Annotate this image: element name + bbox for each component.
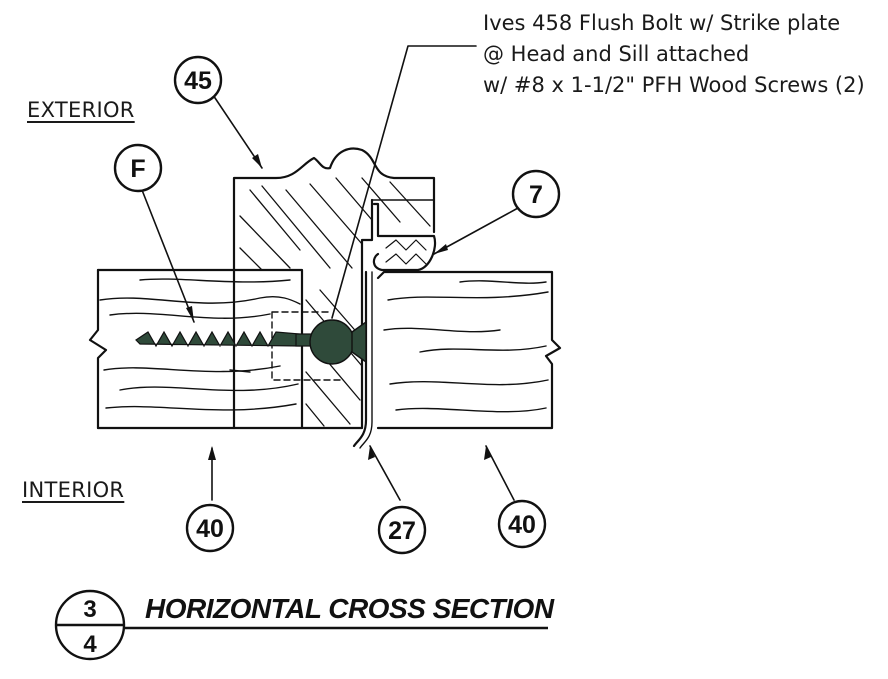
arrowhead-40-right [484,446,491,460]
callout-45-bubble [173,55,223,105]
exterior-label: EXTERIOR [27,98,135,122]
section-page-number: 4 [83,631,97,658]
hardware-note-line-3: w/ #8 x 1-1/2" PFH Wood Screws (2) [483,73,865,97]
leader-27 [369,445,401,501]
arrowhead-7 [434,244,448,254]
callout-7-bubble [511,169,561,219]
gasket-seal [372,202,437,272]
arrowhead-f [186,306,194,322]
flush-bolt-outline [271,311,341,381]
arrowhead-40-left [208,446,216,460]
callout-f-bubble [113,143,163,193]
section-sheet-number: 3 [83,596,96,623]
left-jamb-board [88,268,304,430]
hardware-note-line-2: @ Head and Sill attached [483,42,750,66]
arrowhead-45 [252,154,262,168]
flush-bolt-head [309,319,367,365]
door-stile-board [232,147,436,430]
right-jamb-board [376,270,562,430]
callout-f: F [130,155,145,183]
leader-f [141,189,195,323]
callout-27: 27 [388,517,416,545]
wood-screw [135,330,317,348]
section-title: HORIZONTAL CROSS SECTION [145,593,554,624]
interior-label: INTERIOR [22,478,125,502]
leader-40-right [485,445,515,501]
leader-7 [433,207,519,255]
callout-40-left: 40 [196,515,224,543]
leader-45 [210,91,263,169]
hardware-note-line-1: Ives 458 Flush Bolt w/ Strike plate [483,11,841,35]
stop-strip [352,270,373,449]
hardware-note: Ives 458 Flush Bolt w/ Strike plate @ He… [483,8,865,101]
callout-40-left-bubble [185,503,235,553]
leader-note [331,45,477,319]
callout-40-right-bubble [497,499,547,549]
callout-27-bubble [377,505,427,555]
callout-40-right: 40 [508,511,536,539]
callout-7: 7 [529,181,543,209]
callout-45: 45 [184,67,212,95]
arrowhead-27 [368,446,375,460]
